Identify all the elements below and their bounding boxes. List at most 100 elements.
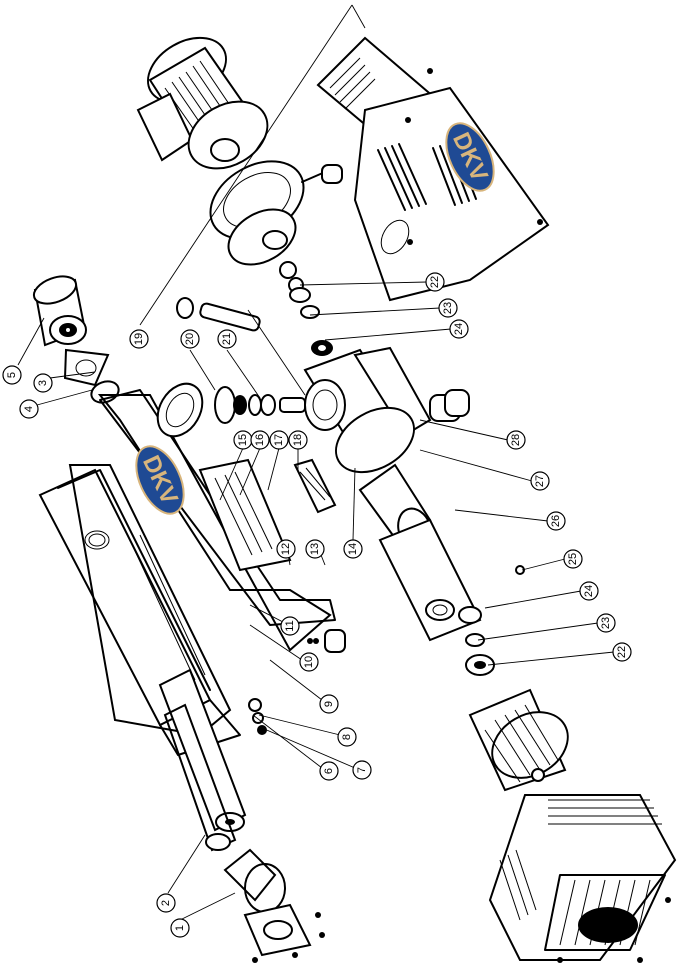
callout-18: 18 [288,430,308,450]
callout-17: 17 [269,430,289,450]
callout-circle [280,616,300,636]
callout-22: 22 [612,642,632,662]
callout-number: 17 [273,434,285,446]
callout-circle [546,511,566,531]
callout-circle [563,549,583,569]
callout-circle [596,613,616,633]
callout-6: 6 [319,761,339,781]
callout-number: 5 [6,372,18,378]
bearing-assembly [156,297,306,438]
callout-15: 15 [233,430,253,450]
callout-3: 3 [33,373,53,393]
callout-number: 19 [133,333,145,345]
callout-number: 20 [184,333,196,345]
callout-number: 13 [309,543,321,555]
callout-circle [180,329,200,349]
callout-number: 23 [600,617,612,629]
callout-26: 26 [546,511,566,531]
silencer-tube [158,668,247,852]
callout-14: 14 [343,539,363,559]
fan-cover-top: DKV [316,36,550,302]
callout-8: 8 [337,727,357,747]
callout-number: 25 [567,553,579,565]
callout-number: 24 [453,323,465,335]
callout-13: 13 [305,539,325,559]
callout-number: 11 [284,620,296,631]
callout-number: 27 [534,475,546,487]
callout-20: 20 [180,329,200,349]
callout-circle [506,430,526,450]
callout-19: 19 [129,329,149,349]
callout-circle [269,430,289,450]
seal-stack-bottom [458,565,525,676]
callout-number: 12 [280,543,292,555]
callout-number: 24 [583,585,595,597]
callout-5: 5 [2,365,22,385]
electric-motor [136,36,269,170]
callout-number: 10 [303,656,315,668]
leader-lines [17,281,615,921]
callout-9: 9 [319,694,339,714]
callout-circle [579,581,599,601]
callout-22: 22 [425,272,445,292]
fan-cover-bottom [488,794,677,963]
callout-24: 24 [579,581,599,601]
callout-circle [530,471,550,491]
callout-24: 24 [449,319,469,339]
callout-circle [319,761,339,781]
callout-circle [2,365,22,385]
small-fittings [248,629,346,735]
callout-27: 27 [530,471,550,491]
callout-12: 12 [276,539,296,559]
callout-number: 21 [221,333,233,345]
end-cap [223,848,325,963]
callout-number: 14 [347,543,359,555]
callout-circle [319,694,339,714]
seal-stack-top [289,287,333,356]
callout-number: 7 [356,767,368,773]
callout-number: 4 [23,406,35,412]
callout-7: 7 [352,760,372,780]
callout-circle [129,329,149,349]
callout-circle [19,399,39,419]
callout-circle [288,430,308,450]
callout-4: 4 [19,399,39,419]
callout-circle [33,373,53,393]
vent-cap [444,389,470,417]
callout-number: 9 [323,701,335,707]
callout-circle [299,652,319,672]
callout-2: 2 [156,893,176,913]
fan-impeller [468,688,569,792]
callout-circle [438,298,458,318]
callout-number: 16 [254,434,266,446]
callout-number: 18 [292,434,304,446]
callout-number: 23 [442,302,454,314]
main-housing [38,464,241,756]
callout-21: 21 [217,329,237,349]
callout-circle [276,539,296,559]
callout-circle [305,539,325,559]
callout-number: 3 [37,380,49,386]
callout-circle [170,918,190,938]
callout-10: 10 [299,652,319,672]
callout-circle [352,760,372,780]
pump-body [303,346,482,642]
callout-circle [337,727,357,747]
side-plate: DKV [97,389,336,652]
callout-number: 15 [237,434,249,446]
callout-16: 16 [250,430,270,450]
callout-number: 8 [341,734,353,740]
callout-circle [343,539,363,559]
callout-number: 22 [616,646,628,658]
callout-circle [449,319,469,339]
callout-23: 23 [596,613,616,633]
callout-number: 1 [174,925,186,931]
callout-number: 6 [323,768,335,774]
callout-number: 26 [550,515,562,527]
coupling-flange [209,160,343,293]
callout-circle [250,430,270,450]
callout-number: 2 [160,900,172,906]
callout-23: 23 [438,298,458,318]
